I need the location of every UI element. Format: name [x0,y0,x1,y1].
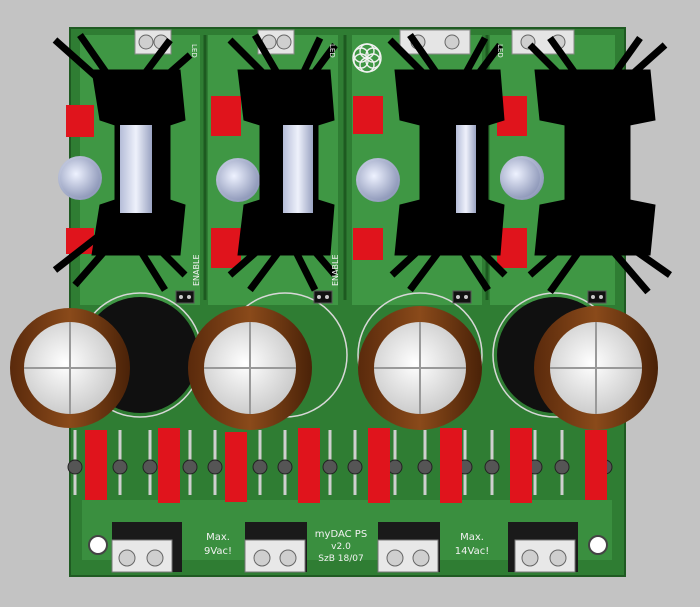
silk-led-3: LED [496,44,504,58]
silk-led-2: LED [328,44,336,58]
logo-icon [352,43,382,73]
big-capacitors [10,297,658,430]
silk-led-1: LED [190,44,198,58]
smd-red-lower [85,428,607,503]
regulator-tabs-front [120,125,476,213]
small-capacitors-front [60,158,540,200]
note-right-line2: 14Vac! [455,546,489,557]
board-credit: SzB 18/07 [318,554,363,564]
note-right-line1: Max. [460,532,484,543]
note-left-line2: 9Vac! [204,546,232,557]
pin-headers [175,290,607,304]
mounting-holes [88,535,608,555]
board-title: myDAC PS [315,529,367,540]
board-version: v2.0 [331,542,351,552]
silk-enable-2: ENABLE [331,254,340,286]
note-left-line1: Max. [206,532,230,543]
bottom-terminal-blocks [111,522,578,573]
silk-enable-1: ENABLE [192,254,201,286]
pin-dots [179,295,603,299]
